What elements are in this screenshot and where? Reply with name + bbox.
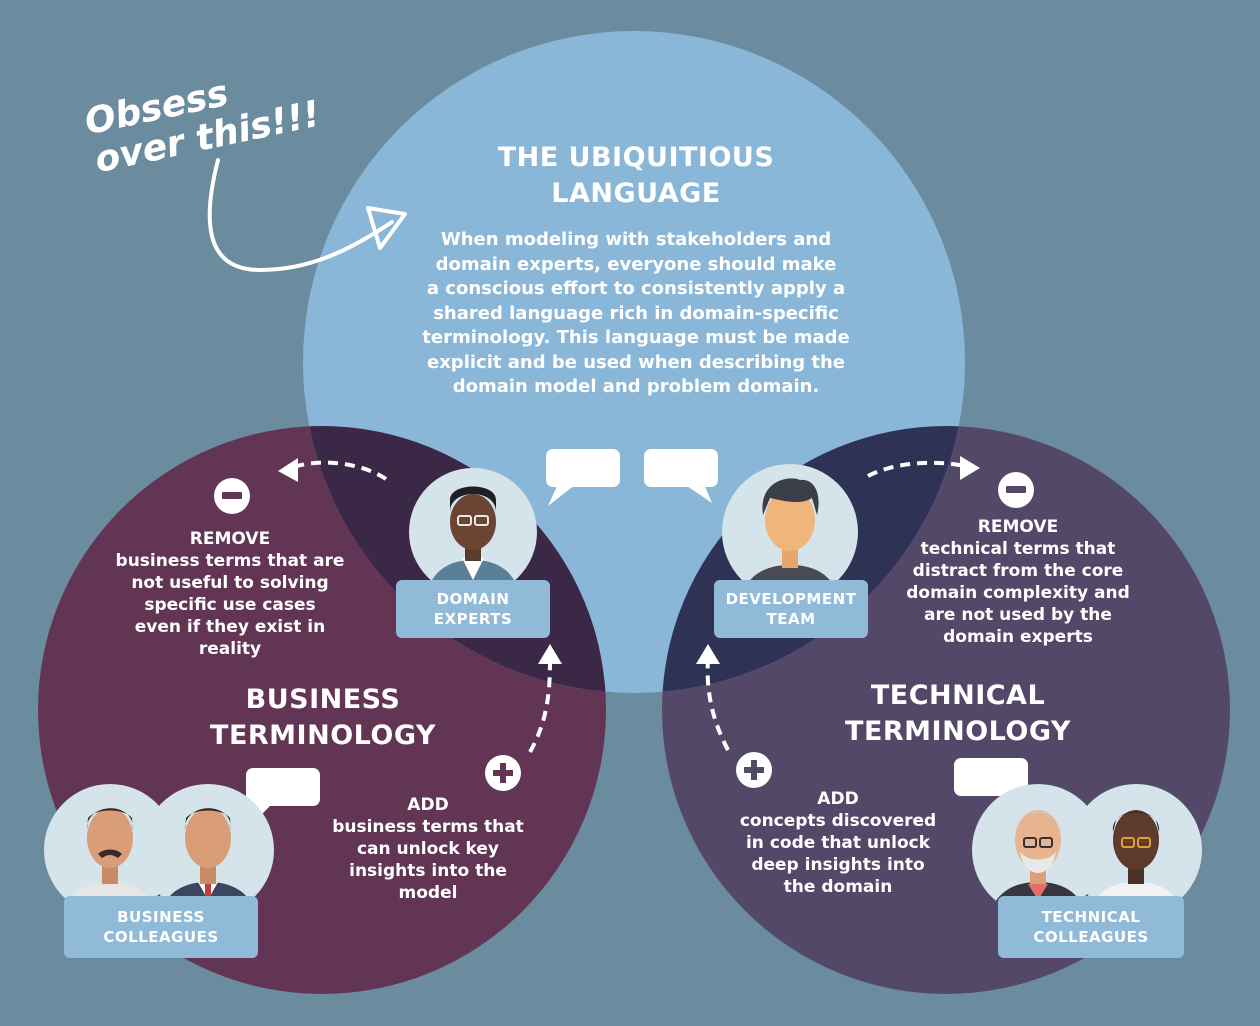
ubiquitous-title: THE UBIQUITIOUS LANGUAGE bbox=[497, 142, 775, 209]
curved-arrow-icon bbox=[207, 158, 394, 273]
minus-technical-icon bbox=[998, 472, 1034, 508]
business-add-text: ADD business terms that can unlock key i… bbox=[332, 795, 524, 903]
development-team-badge: DEVELOPMENT TEAM bbox=[714, 580, 868, 638]
curved-arrow-head-icon bbox=[366, 206, 407, 250]
plus-business-icon bbox=[485, 755, 521, 791]
technical-colleague-avatar bbox=[972, 784, 1104, 916]
plus-technical-icon bbox=[736, 752, 772, 788]
technical-title: TECHNICAL TERMINOLOGY bbox=[845, 680, 1071, 747]
add-business-arrow-icon bbox=[528, 659, 552, 753]
domain-experts-badge: DOMAIN EXPERTS bbox=[396, 580, 550, 638]
add-technical-arrowhead-icon bbox=[696, 644, 720, 664]
ubiquitous-description: When modeling with stakeholders and doma… bbox=[422, 229, 850, 397]
speech-bubble-icon bbox=[644, 449, 718, 503]
technical-add-text: ADD concepts discovered in code that unl… bbox=[739, 789, 937, 897]
technical-colleagues-badge: TECHNICAL COLLEAGUES bbox=[998, 896, 1184, 958]
remove-business-arrow-icon bbox=[289, 460, 388, 481]
business-title: BUSINESS TERMINOLOGY bbox=[210, 684, 436, 751]
developer-avatar bbox=[722, 464, 858, 600]
remove-business-arrowhead-icon bbox=[278, 458, 298, 482]
business-remove-text: REMOVE business terms that are not usefu… bbox=[115, 529, 345, 659]
business-colleagues-badge: BUSINESS COLLEAGUES bbox=[64, 896, 258, 958]
remove-technical-arrowhead-icon bbox=[960, 456, 980, 480]
remove-technical-arrow-icon bbox=[867, 460, 966, 478]
add-business-arrowhead-icon bbox=[538, 644, 562, 664]
technical-remove-text: REMOVE technical terms that distract fro… bbox=[906, 517, 1130, 647]
minus-business-icon bbox=[214, 478, 250, 514]
speech-bubble-icon bbox=[546, 449, 620, 506]
